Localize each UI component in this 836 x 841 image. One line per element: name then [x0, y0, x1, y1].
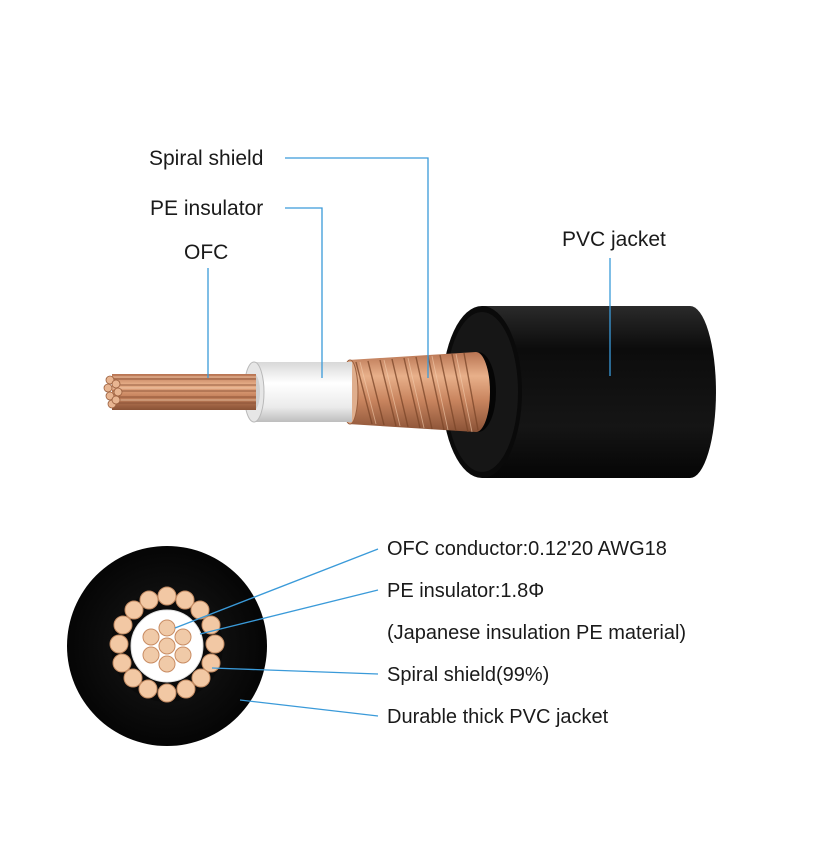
ofc-conductor-strands	[142, 619, 192, 673]
top-leader-lines	[207, 157, 611, 378]
pvc-jacket-leader-bottom	[239, 699, 379, 717]
label-pvc-jacket-spec: Durable thick PVC jacket	[387, 706, 609, 728]
spiral-shield-side	[341, 352, 490, 433]
ofc-strands-side	[103, 374, 256, 410]
bottom-leader-lines	[174, 548, 379, 717]
label-pe-insulator: PE insulator	[150, 197, 264, 220]
ofc-conductor-leader	[174, 548, 379, 629]
spiral-shield-leader-bottom	[211, 667, 379, 675]
spiral-shield-leader	[285, 157, 429, 378]
pe-insulator-side	[243, 361, 352, 423]
spiral-shield-ring	[109, 586, 225, 703]
pe-insulator-leader-bottom	[199, 589, 379, 635]
label-pvc-jacket: PVC jacket	[562, 228, 666, 251]
label-pe-insulator-spec: PE insulator:1.8Φ	[387, 580, 545, 602]
cable-cross-section	[67, 546, 267, 746]
pe-insulator-leader	[285, 207, 323, 378]
label-spiral-shield-spec: Spiral shield(99%)	[387, 664, 550, 686]
label-ofc-conductor-spec: OFC conductor:0.12'20 AWG18	[387, 538, 667, 560]
label-pe-material: (Japanese insulation PE material)	[387, 622, 687, 644]
label-ofc: OFC	[184, 241, 229, 264]
label-spiral-shield: Spiral shield	[149, 147, 264, 170]
